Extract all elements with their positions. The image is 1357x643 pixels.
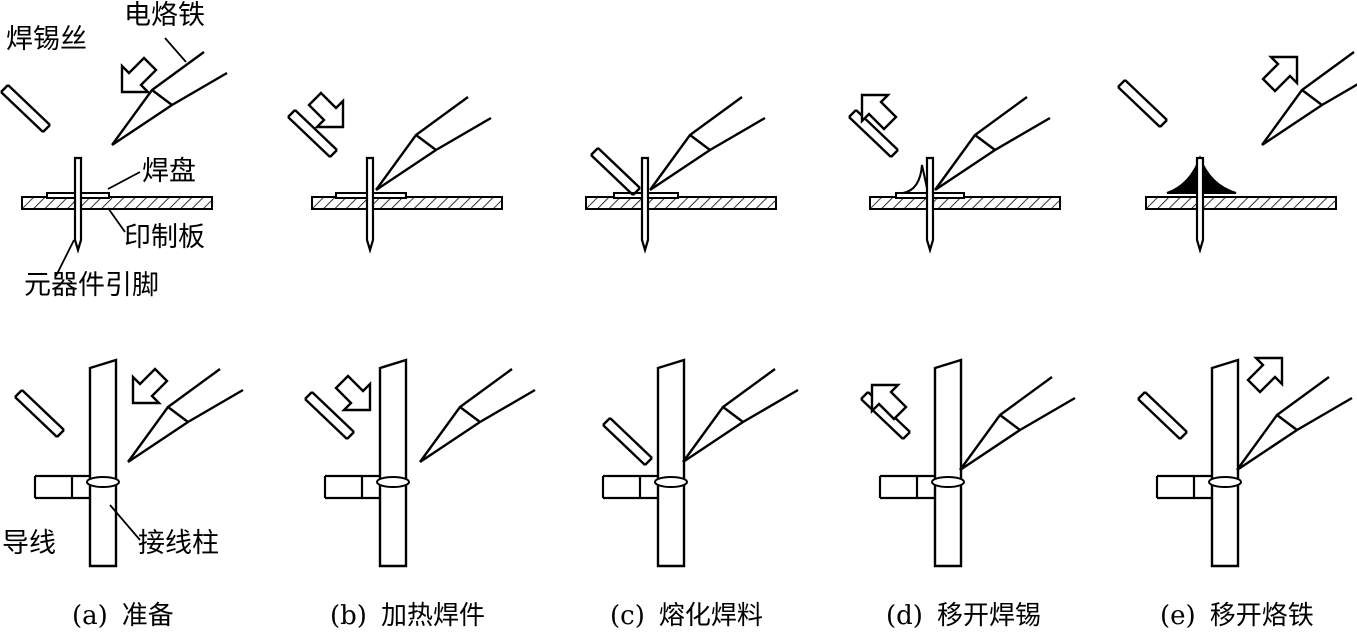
caption-letter: (c) (610, 601, 645, 631)
caption-text: 移开焊锡 (936, 601, 1041, 631)
step-e-bottom (1136, 356, 1354, 568)
caption-step-d: (d) 移开焊锡 (886, 603, 1041, 629)
caption-letter: (d) (886, 601, 923, 631)
label-soldering-iron: 电烙铁 (124, 0, 205, 31)
caption-letter: (a) (72, 601, 108, 631)
step-c-bottom (601, 358, 800, 568)
caption-text: 移开烙铁 (1209, 601, 1314, 631)
label-component-lead: 元器件引脚 (24, 270, 159, 301)
step-d-top (847, 93, 1061, 252)
label-solder-wire: 焊锡丝 (6, 24, 87, 55)
label-terminal: 接线柱 (138, 528, 219, 559)
step-e-top (1116, 50, 1357, 252)
caption-step-a: (a) 准备 (72, 603, 174, 629)
label-pcb: 印制板 (124, 222, 205, 253)
step-c-top (585, 95, 777, 252)
label-pad: 焊盘 (142, 156, 196, 187)
label-wire: 导线 (2, 528, 56, 559)
caption-letter: (e) (1160, 601, 1196, 631)
caption-letter: (b) (330, 601, 367, 631)
caption-text: 加热焊件 (380, 601, 485, 631)
step-b-bottom (303, 358, 537, 568)
step-a-top (0, 37, 229, 277)
caption-step-c: (c) 熔化焊料 (610, 603, 763, 629)
caption-text: 熔化焊料 (658, 601, 763, 631)
caption-step-b: (b) 加热焊件 (330, 603, 485, 629)
step-d-bottom (859, 358, 1077, 568)
caption-step-e: (e) 移开烙铁 (1160, 603, 1314, 629)
step-a-bottom (13, 358, 245, 568)
step-b-top (286, 91, 503, 252)
caption-text: 准备 (121, 601, 174, 631)
